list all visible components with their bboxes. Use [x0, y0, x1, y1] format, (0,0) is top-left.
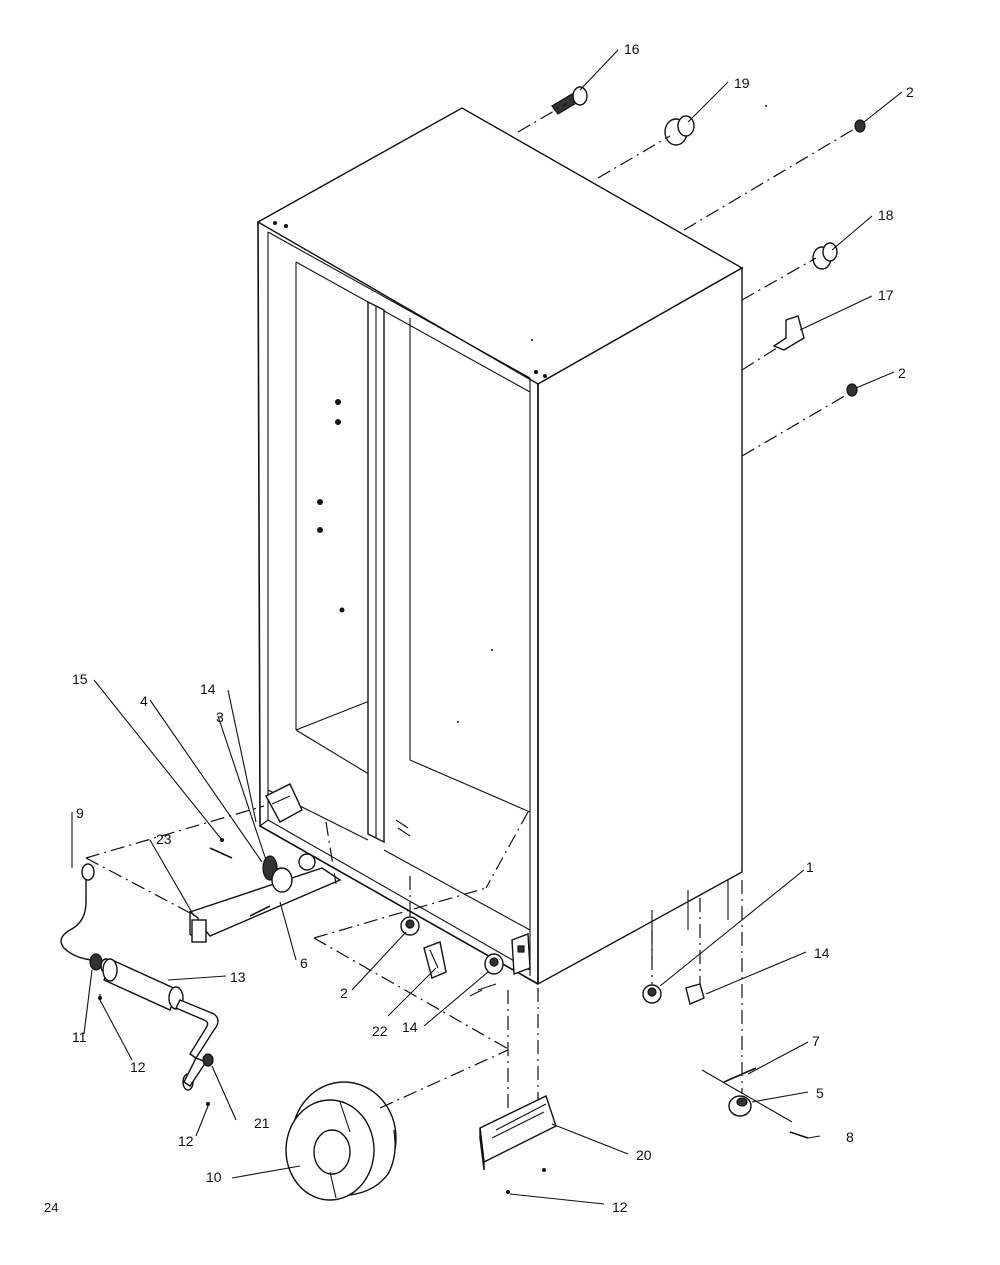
page-number: 24	[44, 1200, 58, 1215]
part-2-center-leveler	[400, 916, 420, 936]
part-13-muffler	[102, 958, 219, 1091]
callout-2-top: 2	[906, 84, 914, 100]
callout-1: 1	[806, 859, 814, 875]
part-14-right-block	[685, 983, 705, 1005]
part-23-lower-hinge-plate	[188, 867, 342, 943]
callout-13: 13	[230, 969, 246, 985]
center-hinge-block	[511, 933, 531, 975]
part-2-top-plug	[854, 119, 866, 133]
callout-5: 5	[816, 1085, 824, 1101]
callout-15: 15	[72, 671, 88, 687]
callout-2-side: 2	[898, 365, 906, 381]
leader-lines	[71, 49, 903, 1205]
callout-12-bottom: 12	[612, 1199, 628, 1215]
callout-14-left: 14	[200, 681, 216, 697]
part-7-axle	[723, 1067, 757, 1083]
callout-11: 11	[72, 1029, 87, 1045]
part-15-screw	[209, 838, 233, 859]
part-18-bushing	[812, 242, 838, 270]
callout-23: 23	[156, 831, 172, 847]
callout-22: 22	[372, 1023, 388, 1039]
part-14-center-leveler	[484, 953, 504, 975]
cabinet-shell	[256, 107, 744, 986]
callout-12-left: 12	[130, 1059, 146, 1075]
part-17-hinge-bracket	[772, 315, 805, 351]
callout-8: 8	[846, 1129, 854, 1145]
part-6-screw	[249, 905, 271, 917]
callout-7: 7	[812, 1033, 820, 1049]
part-3-hinge-pin	[262, 855, 293, 893]
callout-4: 4	[140, 693, 148, 709]
callout-12-lower: 12	[178, 1133, 194, 1149]
callout-16: 16	[624, 41, 640, 57]
part-21-clamp	[202, 1053, 214, 1067]
part-2-side-plug	[846, 383, 858, 397]
callout-18: 18	[878, 207, 894, 223]
callout-19: 19	[734, 75, 750, 91]
part-19-bushing	[664, 115, 695, 146]
callout-6: 6	[300, 955, 308, 971]
left-leveler	[298, 853, 316, 871]
part-8-screw	[789, 1131, 809, 1139]
callout-14-right: 14	[814, 945, 830, 961]
part-9-tube	[60, 863, 105, 963]
part-20-kick-plate	[479, 1095, 557, 1194]
callout-3: 3	[216, 709, 224, 725]
part-5-roller	[728, 1095, 752, 1117]
part-22-bracket	[423, 941, 447, 979]
callout-labels: 16 19 2 18 17 2 15 14 4 3 9 23 6 13 2 22…	[44, 41, 914, 1215]
callout-10: 10	[206, 1169, 222, 1185]
callout-9: 9	[76, 805, 84, 821]
part-1-leveler	[642, 984, 662, 1004]
callout-17: 17	[878, 287, 894, 303]
callout-14-center: 14	[402, 1019, 418, 1035]
callout-2-center: 2	[340, 985, 348, 1001]
front-hinge-bracket	[265, 783, 303, 823]
callout-21: 21	[254, 1115, 270, 1131]
callout-20: 20	[636, 1147, 652, 1163]
part-10-filter-cartridge	[285, 1081, 397, 1201]
part-16-shoulder-bolt	[551, 86, 588, 115]
